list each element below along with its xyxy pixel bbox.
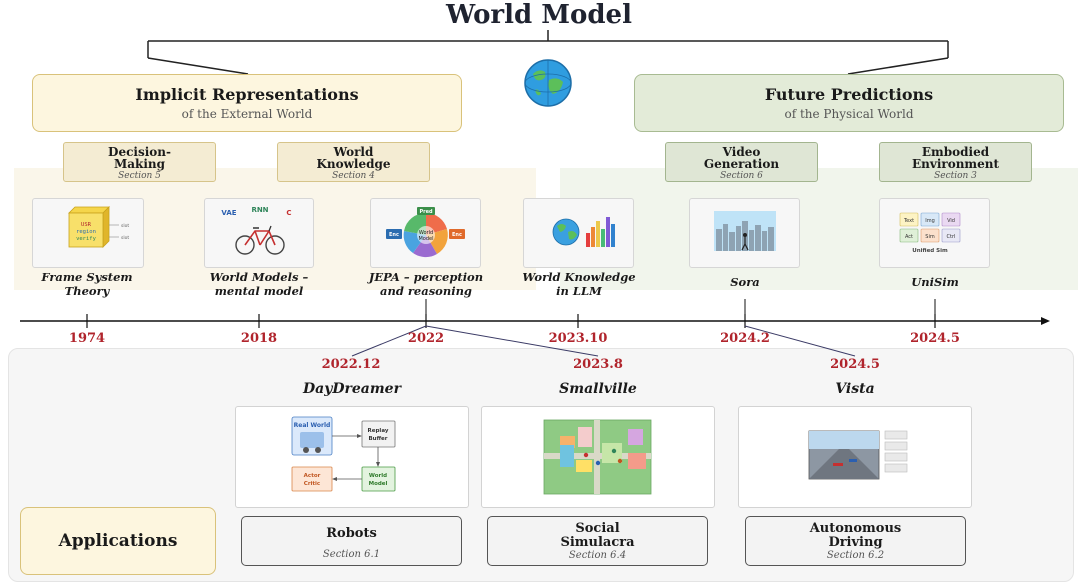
unisim-caption: Unified Sim [912,248,948,254]
category-future: Future Predictions of the Physical World [634,74,1064,132]
app-title-vista: Vista [835,381,875,397]
unisim-cell-3: Vid [947,218,955,224]
subcategory-decision-making: Decision- Making Section 5 [63,142,216,182]
wm-c: C [286,209,291,217]
app-box-autonomous-driving: Autonomous Driving Section 6.2 [745,516,966,566]
milestone-label-1974: Frame System Theory [41,270,133,298]
vista-figure [738,406,972,508]
year-1974: 1974 [68,331,106,346]
milestone-label-2024-5: UniSim [911,275,959,289]
app-box-section: Section 6.4 [568,550,627,561]
svg-text:Model: Model [369,481,388,487]
globe-icon [524,59,572,107]
app-box-title: Robots [326,526,377,541]
branch-year-2023-8: 2023.8 [573,357,623,372]
year-2022: 2022 [407,331,445,346]
branch-year-2022-12: 2022.12 [321,357,381,372]
app-box-robots: Robots Section 6.1 [241,516,462,566]
milestone-label-2023-10: World Knowledge in LLM [522,270,636,298]
frame-slot-2: slot [121,235,129,241]
app-title-daydreamer: DayDreamer [303,381,401,397]
sora-figure [689,198,800,268]
page-title: World Model [446,0,632,30]
app-title-smallville: Smallville [559,381,637,397]
subcategory-section: Section 4 [332,171,375,181]
unisim-cell-5: Sim [925,234,935,240]
category-future-subtitle: of the Physical World [784,107,914,121]
wm-vae: VAE [221,209,236,217]
frame-text-3: verify [76,236,97,242]
jepa-center-2: Model [418,236,433,242]
jepa-enc-2: Enc [452,232,462,238]
year-2024-5: 2024.5 [910,331,960,346]
jepa-enc-1: Enc [389,232,399,238]
svg-text:Critic: Critic [304,481,320,487]
frame-text-2: region [76,229,96,235]
applications-label: Applications [20,507,216,575]
category-implicit: Implicit Representations of the External… [32,74,462,132]
unisim-cell-2: Img [925,218,935,224]
svg-text:Replay: Replay [368,428,389,434]
subcategory-world-knowledge: World Knowledge Section 4 [277,142,430,182]
subcategory-title: Decision- Making [108,145,171,171]
subcategory-title: World Knowledge [316,145,391,171]
unisim-figure: Text Img Vid Act Sim Ctrl Unified Sim [879,198,990,268]
subcategory-title: Embodied Environment [911,145,1000,171]
svg-text:World: World [369,473,387,479]
app-box-title: Autonomous Driving [809,521,902,550]
year-2023-10: 2023.10 [548,331,608,346]
subcategory-section: Section 3 [934,171,977,181]
year-2024-2: 2024.2 [720,331,770,346]
daydreamer-figure: Real World Replay Buffer World Model Act… [235,406,469,508]
subcategory-title: Video Generation [703,145,780,171]
svg-text:Buffer: Buffer [368,436,387,442]
future-panel-background [560,168,1078,290]
wm-rnn: RNN [251,206,268,214]
world-models-figure: VAE RNN C [204,198,314,268]
dd-real-world: Real World [294,422,331,429]
jepa-figure: World Model Pred Enc Enc [370,198,481,268]
category-implicit-subtitle: of the External World [181,107,313,121]
unisim-cell-1: Text [903,218,914,224]
jepa-center-1: World [419,230,433,236]
frame-system-figure: USR region verify slot slot [32,198,144,268]
jepa-pred: Pred [419,209,433,215]
milestone-label-2024-2: Sora [730,275,760,289]
svg-text:Actor: Actor [304,473,321,479]
unisim-cell-6: Ctrl [947,234,956,240]
unisim-cell-4: Act [905,234,913,240]
category-implicit-title: Implicit Representations [135,85,359,104]
app-box-section: Section 6.2 [826,550,885,561]
subcategory-section: Section 5 [118,171,161,181]
subcategory-video-generation: Video Generation Section 6 [665,142,818,182]
milestone-label-2018: World Models – mental model [209,270,309,298]
frame-slot-1: slot [121,223,129,229]
world-knowledge-llm-figure [523,198,634,268]
milestone-label-2022: JEPA – perception and reasoning [368,270,484,298]
frame-text-1: USR [81,222,92,228]
category-future-title: Future Predictions [764,85,934,104]
app-box-social-simulacra: Social Simulacra Section 6.4 [487,516,708,566]
branch-year-2024-5b: 2024.5 [830,357,880,372]
app-box-title: Social Simulacra [560,521,635,550]
subcategory-embodied-environment: Embodied Environment Section 3 [879,142,1032,182]
subcategory-section: Section 6 [720,171,763,181]
app-box-section: Section 6.1 [322,549,381,560]
smallville-figure [481,406,715,508]
year-2018: 2018 [240,331,278,346]
